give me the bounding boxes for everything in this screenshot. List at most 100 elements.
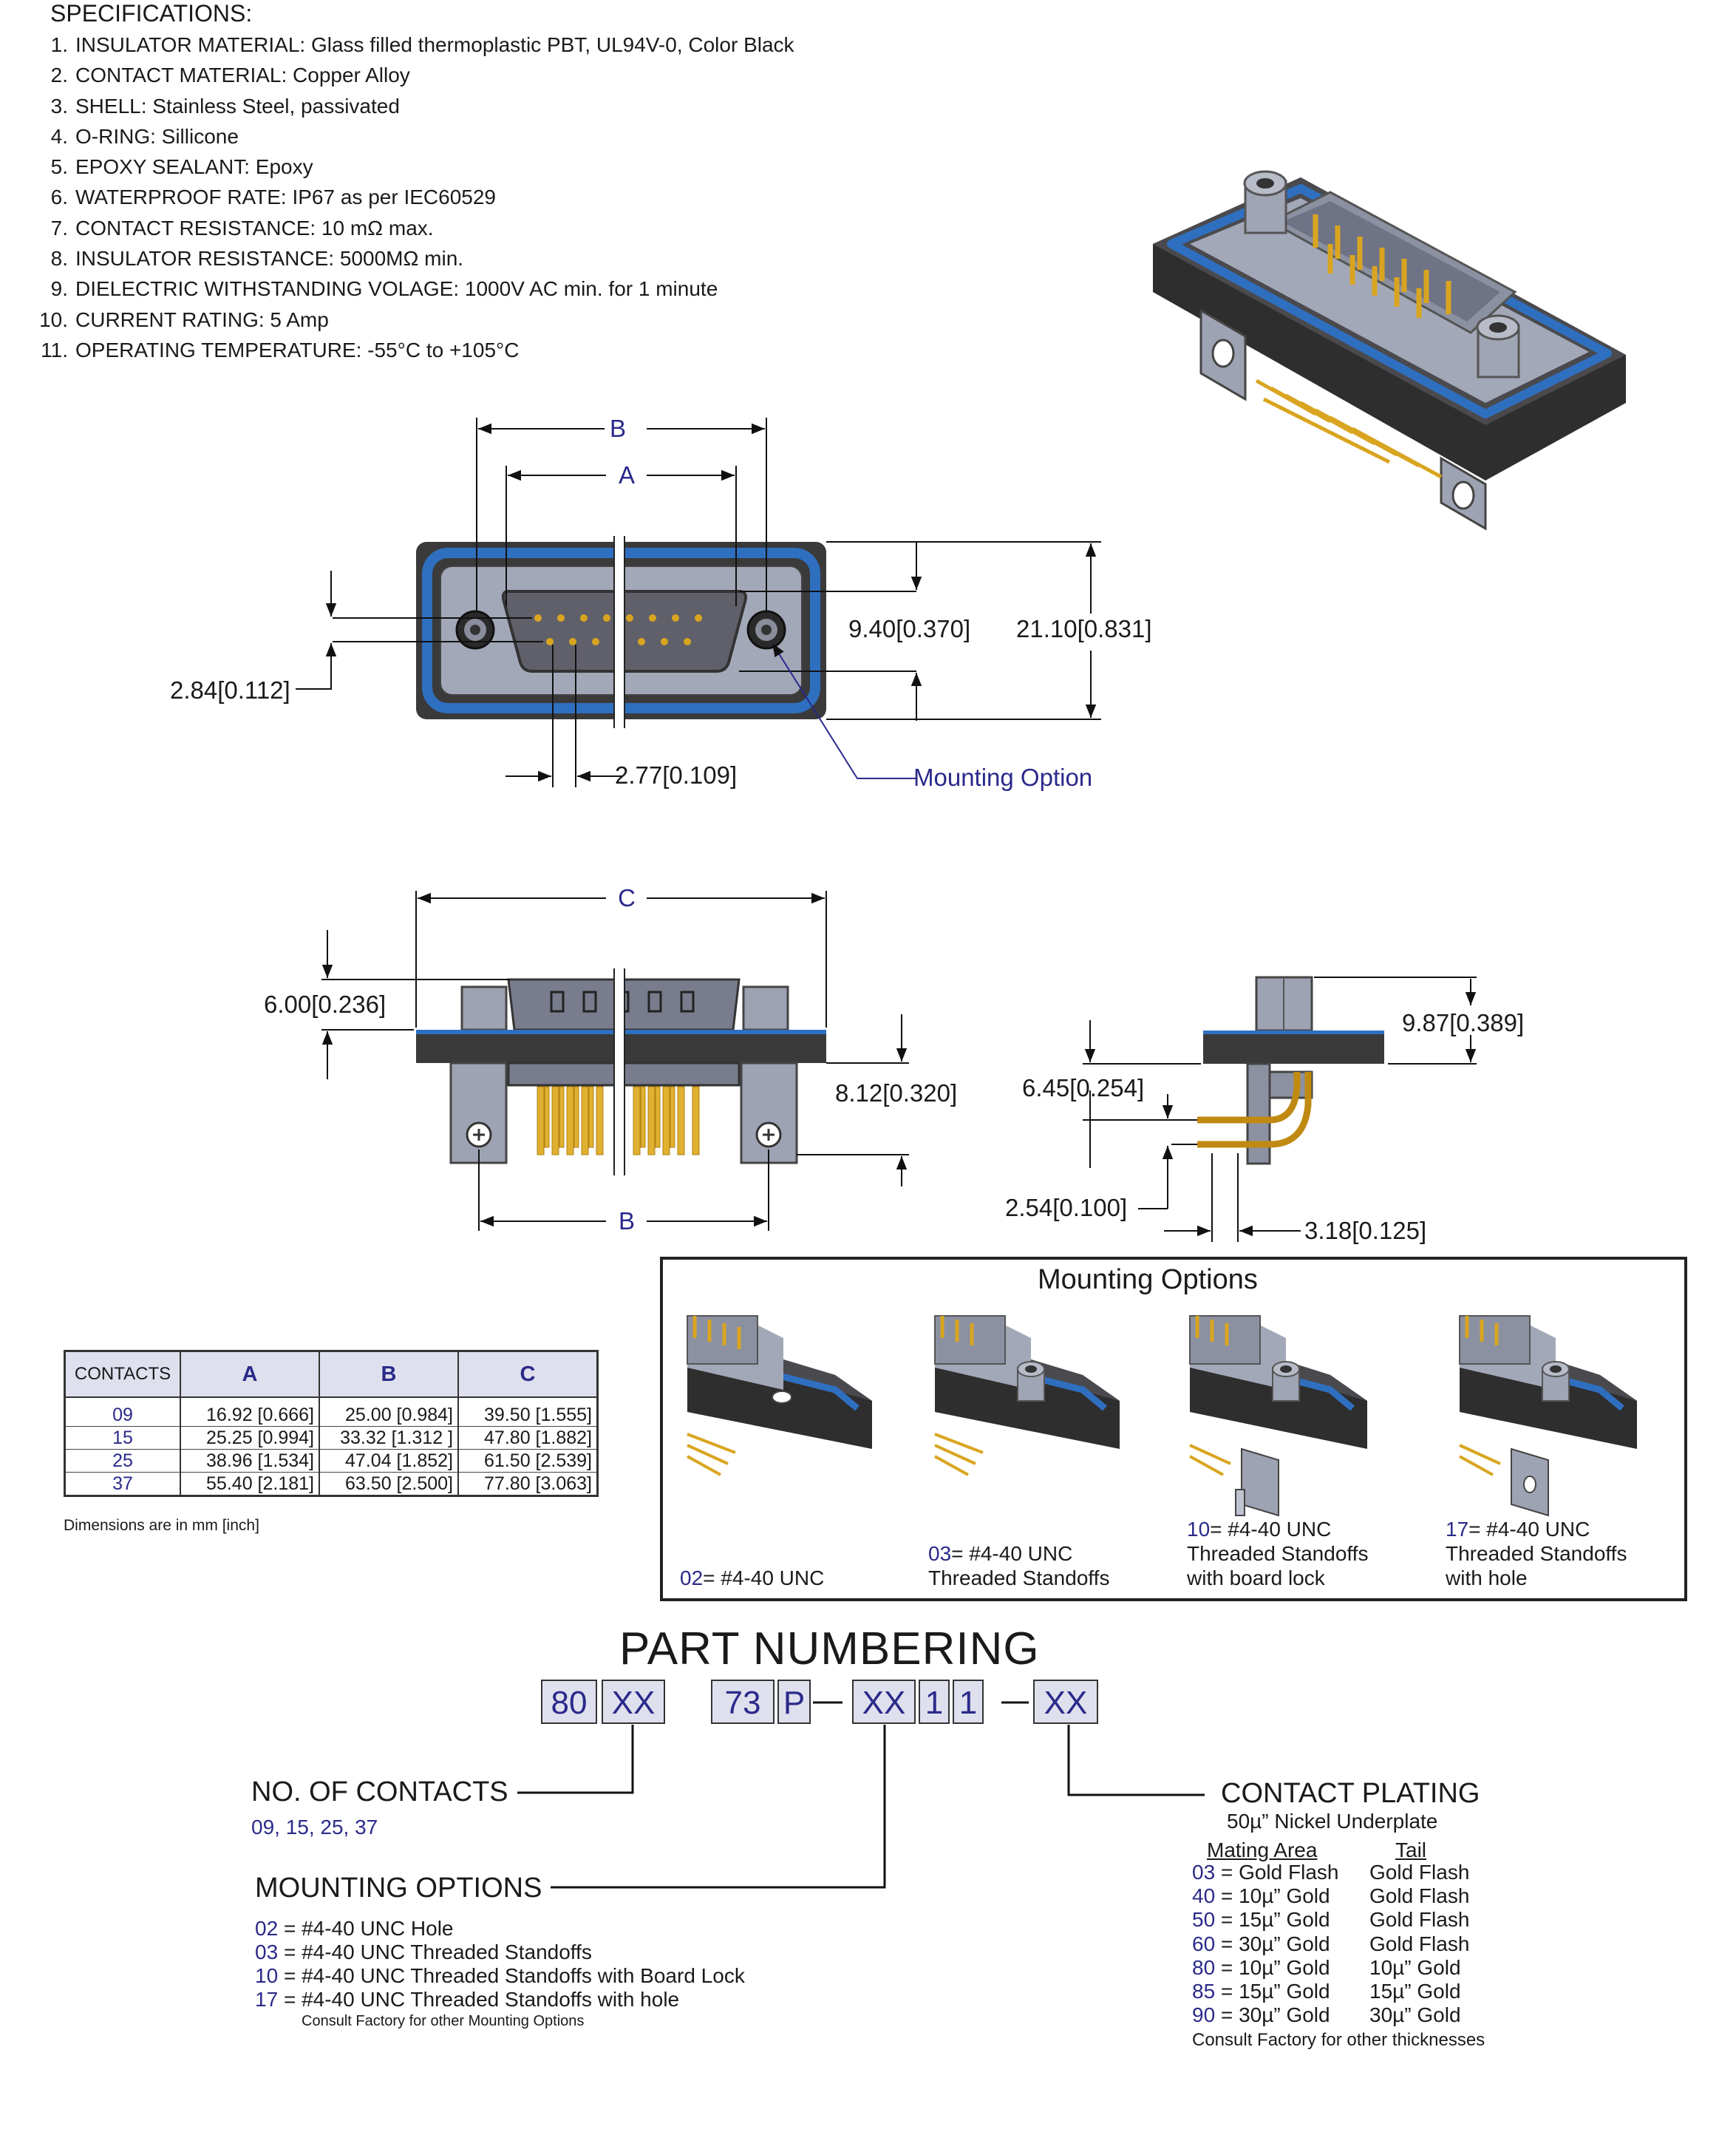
spec-item: 7.CONTACT RESISTANCE: 10 mΩ max.: [30, 213, 794, 243]
plating-code: 85: [1192, 1980, 1216, 2003]
spec-text: EPOXY SEALANT: Epoxy: [75, 155, 313, 179]
spec-item: 9. DIELECTRIC WITHSTANDING VOLAGE: 1000V …: [30, 274, 794, 304]
plating-mating: = 30µ” Gold: [1215, 1932, 1330, 1955]
plating-tail: Gold Flash: [1369, 1908, 1470, 1932]
dim-6-00: 6.00[0.236]: [264, 991, 386, 1018]
contacts-values: 09, 15, 25, 37: [251, 1816, 378, 1839]
end-view: [1197, 976, 1384, 1165]
plating-col-mating: Mating Area: [1207, 1839, 1318, 1861]
plating-col-tail: Tail: [1395, 1839, 1427, 1861]
table-cell: 39.50 [1.555]: [457, 1397, 599, 1427]
table-cell: 33.32 [1.312 ]: [319, 1426, 459, 1450]
list-item: 50 = 15µ” Gold Gold Flash: [1192, 1908, 1469, 1932]
end-view-dimensions: [1083, 977, 1477, 1242]
pn-box-1a: 1: [919, 1680, 950, 1724]
spec-item: 10. CURRENT RATING: 5 Amp: [30, 305, 794, 335]
spec-text: DIELECTRIC WITHSTANDING VOLAGE: 1000V AC…: [75, 277, 718, 301]
plating-tail: 15µ” Gold: [1369, 1980, 1461, 2003]
connector-iso-view: [1153, 170, 1626, 531]
option-02-image: [686, 1315, 872, 1476]
spec-number: 5.: [50, 155, 68, 179]
mounting-note: Consult Factory for other Mounting Optio…: [302, 2013, 585, 2029]
spec-number: 4.: [50, 124, 68, 148]
mounting-heading: MOUNTING OPTIONS: [255, 1873, 542, 1904]
mounting-option-images: [686, 1315, 1637, 1517]
dim-8-12: 8.12[0.320]: [835, 1079, 957, 1107]
contacts-heading: NO. OF CONTACTS: [251, 1776, 508, 1807]
spec-item: 1.INSULATOR MATERIAL: Glass filled therm…: [30, 30, 794, 60]
plating-tail: Gold Flash: [1369, 1932, 1470, 1955]
option-02-caption: 02= #4-40 UNC: [680, 1566, 825, 1589]
pn-box-p: P: [777, 1680, 811, 1724]
side-view-dimensions: [321, 891, 909, 1231]
table-cell: 37: [64, 1472, 181, 1496]
mounting-option-label: Mounting Option: [913, 764, 1092, 791]
plating-tail: 10µ” Gold: [1369, 1955, 1461, 1979]
spec-number: 10.: [39, 308, 68, 331]
specifications-list: 1.INSULATOR MATERIAL: Glass filled therm…: [30, 30, 794, 365]
dim-2-77: 2.77[0.109]: [615, 761, 737, 789]
plating-heading: CONTACT PLATING: [1221, 1778, 1480, 1809]
part-number-leader-lines: [517, 1701, 1205, 1889]
specifications-title: SPECIFICATIONS:: [50, 0, 253, 27]
plating-code: 03: [1192, 1861, 1216, 1884]
table-cell: 47.80 [1.882]: [457, 1426, 599, 1450]
front-label-a: A: [619, 461, 635, 489]
pn-box-73: 73: [711, 1680, 775, 1724]
table-cell: 55.40 [2.181]: [180, 1472, 320, 1496]
dim-2-54: 2.54[0.100]: [1005, 1194, 1127, 1221]
spec-number: 6.: [50, 186, 68, 209]
mounting-code: 10: [255, 1964, 279, 1987]
spec-text: CONTACT MATERIAL: Copper Alloy: [75, 64, 410, 87]
pn-box-contacts: XX: [602, 1680, 665, 1724]
a-col-header: A: [180, 1350, 320, 1398]
dim-9-40: 9.40[0.370]: [848, 615, 970, 642]
mounting-text: = #4-40 UNC Threaded Standoffs with Boar…: [283, 1964, 745, 1987]
spec-number: 9.: [50, 277, 68, 301]
spec-text: OPERATING TEMPERATURE: -55°C to +105°C: [75, 338, 520, 361]
side-label-c: C: [618, 884, 636, 911]
plating-mating: = 10µ” Gold: [1215, 1955, 1330, 1979]
dim-9-87: 9.87[0.389]: [1402, 1009, 1524, 1036]
mounting-options-box: [660, 1257, 1687, 1601]
mounting-text: = #4-40 UNC Threaded Standoffs with hole: [283, 1988, 680, 2011]
plating-code: 40: [1192, 1884, 1216, 1908]
c-col-header: C: [457, 1350, 599, 1398]
option-17-image: [1458, 1315, 1637, 1517]
plating-note: Consult Factory for other thicknesses: [1192, 2030, 1485, 2050]
front-view-dimensions: [296, 418, 1101, 787]
mounting-options-title: Mounting Options: [1038, 1264, 1258, 1295]
spec-number: 3.: [50, 94, 68, 118]
pn-box-plating: XX: [1033, 1680, 1098, 1724]
spec-item: 3.SHELL: Stainless Steel, passivated: [30, 91, 794, 121]
table-cell: 63.50 [2.500]: [319, 1472, 459, 1496]
spec-text: CURRENT RATING: 5 Amp: [75, 308, 329, 331]
contacts-col-header: CONTACTS: [64, 1350, 181, 1398]
part-numbering-title: PART NUMBERING: [619, 1623, 1040, 1674]
list-item: 02 = #4-40 UNC Hole: [255, 1917, 745, 1941]
dim-21-10: 21.10[0.831]: [1016, 615, 1152, 642]
table-cell: 47.04 [1.852]: [319, 1449, 459, 1473]
plating-mating: = 15µ” Gold: [1215, 1908, 1330, 1932]
spec-item: 5. EPOXY SEALANT: Epoxy: [30, 152, 794, 182]
plating-mating: = Gold Flash: [1215, 1861, 1339, 1884]
pn-box-1b: 1: [953, 1680, 984, 1724]
b-col-header: B: [319, 1350, 459, 1398]
mounting-code: 02: [255, 1917, 279, 1940]
spec-text: INSULATOR RESISTANCE: 5000MΩ min.: [75, 247, 464, 271]
table-cell: 61.50 [2.539]: [457, 1449, 599, 1473]
option-10-image: [1188, 1315, 1367, 1517]
option-03-image: [933, 1315, 1120, 1476]
plating-code: 50: [1192, 1908, 1216, 1932]
front-view: [416, 536, 826, 728]
mounting-code: 17: [255, 1988, 279, 2011]
